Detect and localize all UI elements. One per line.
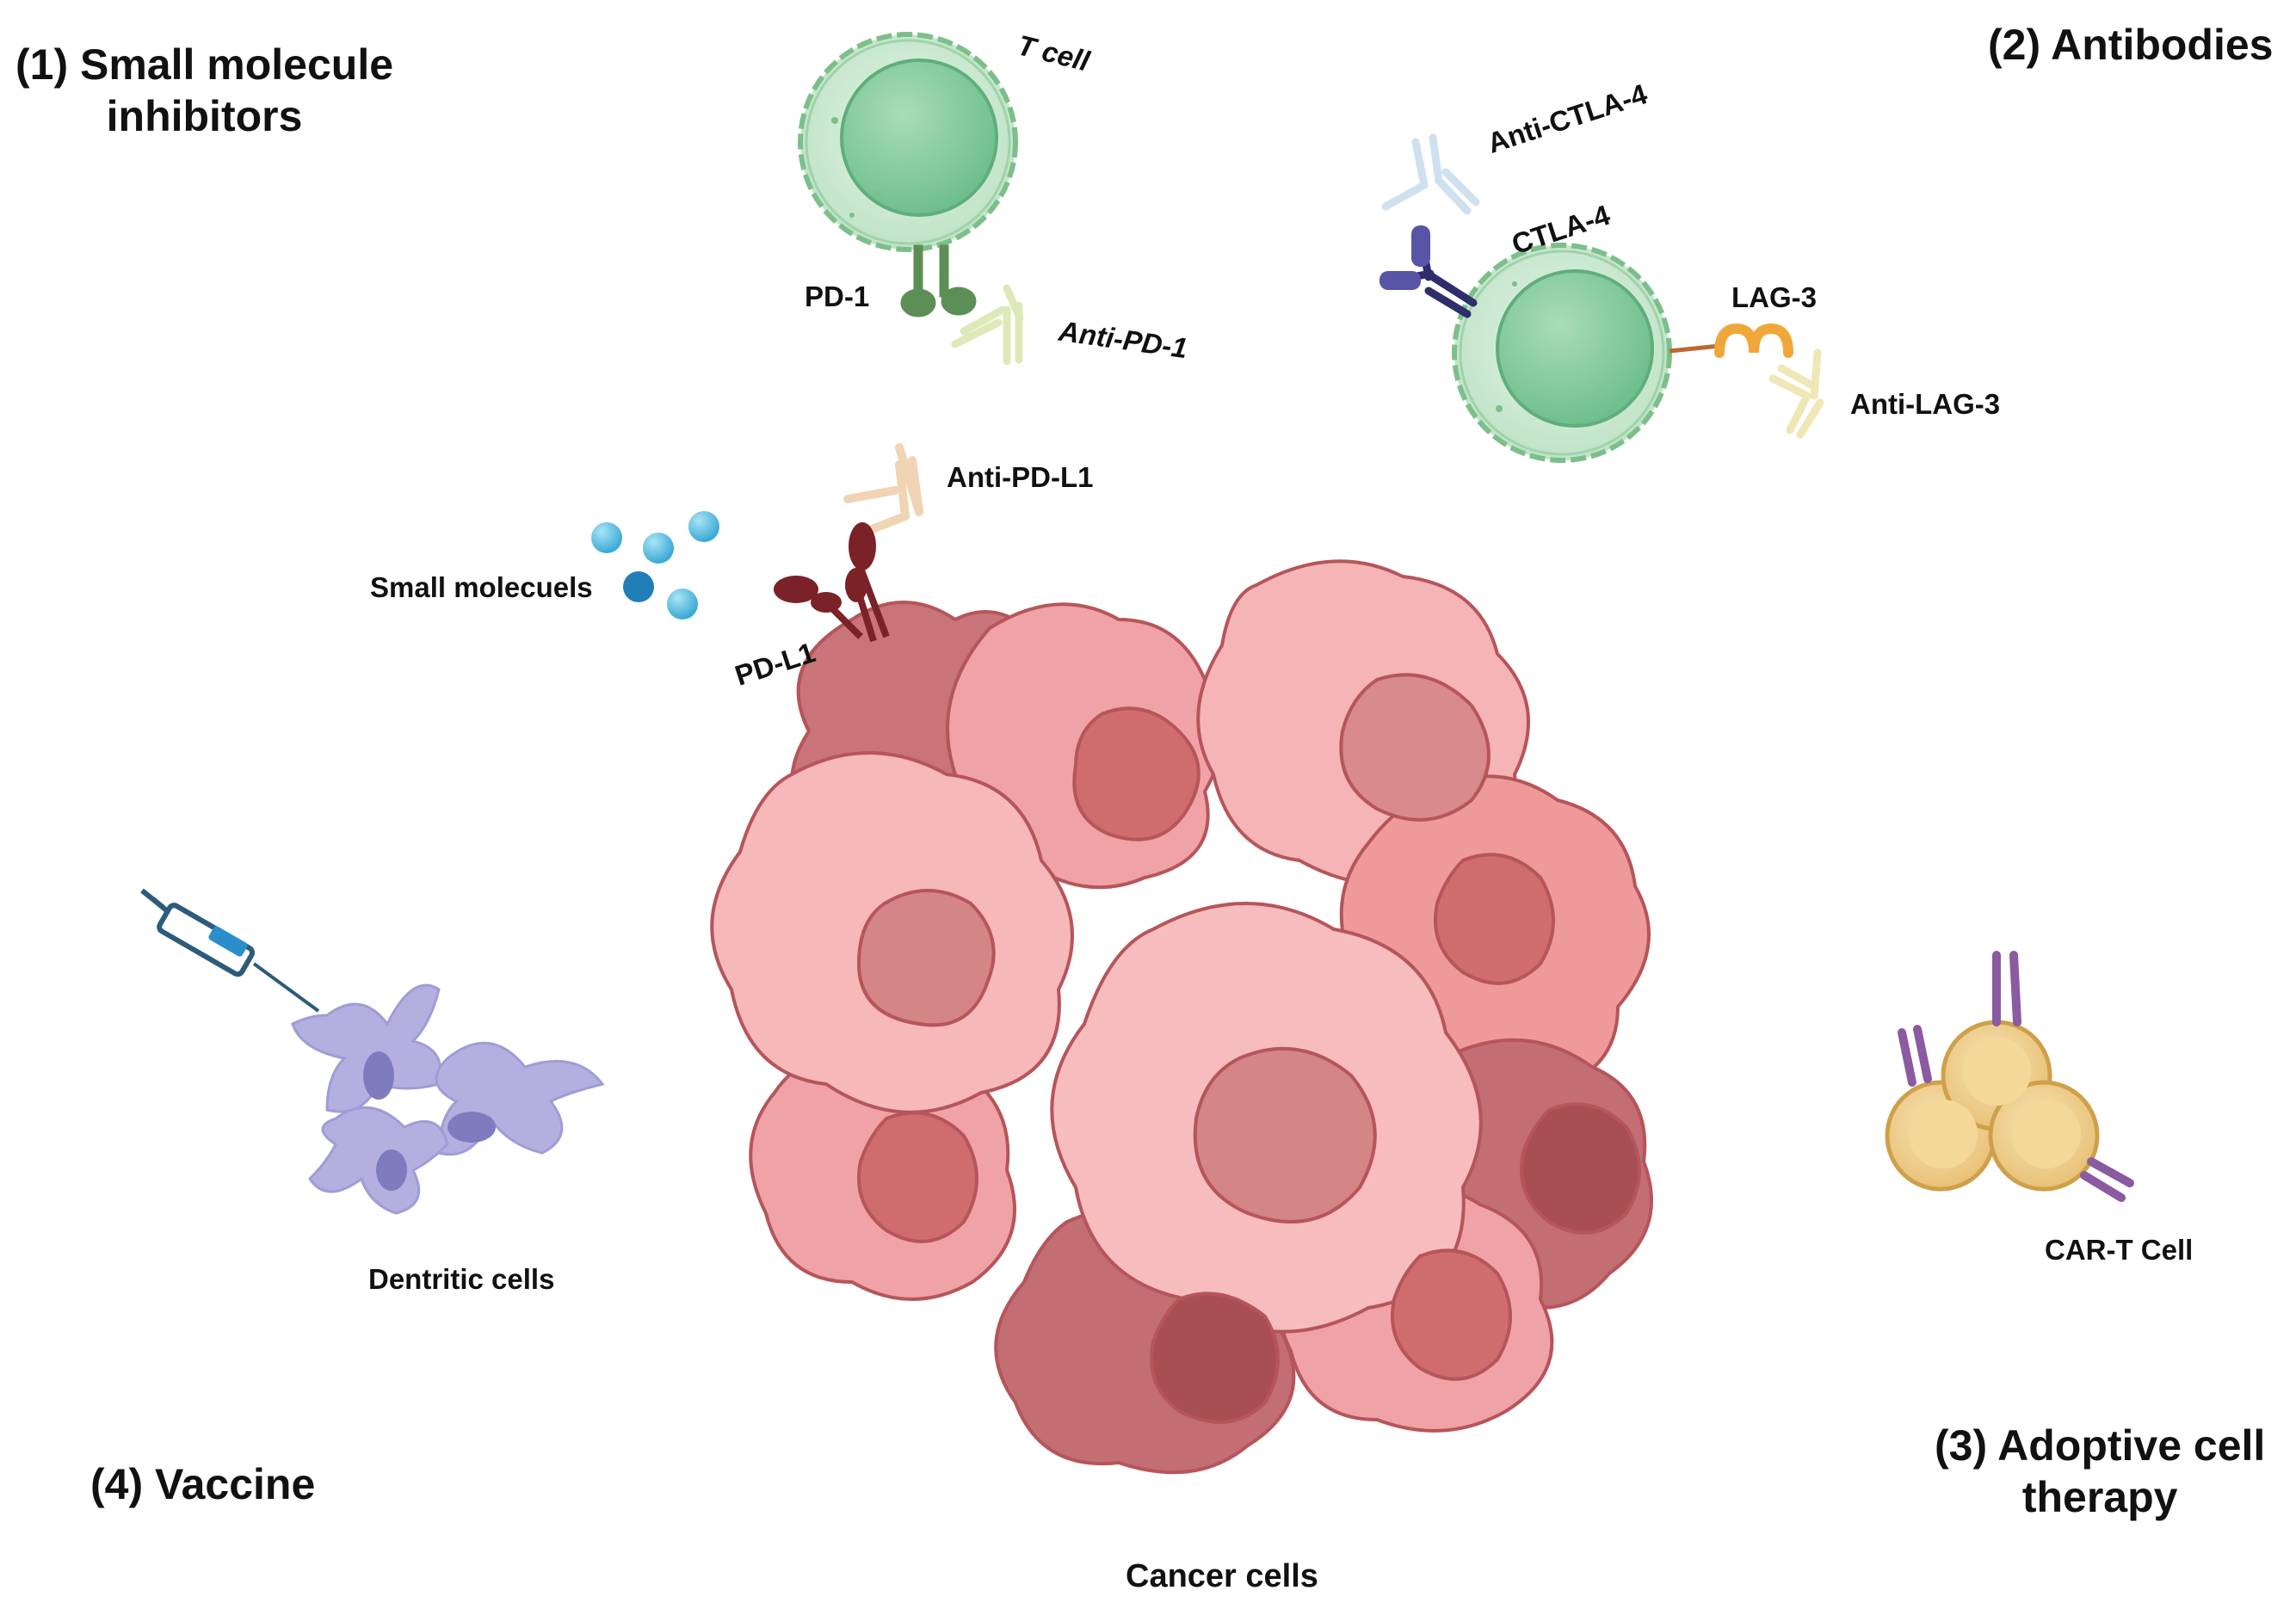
dendritic-cells-label: Dentritic cells bbox=[368, 1263, 555, 1295]
pd1-receptor-icon bbox=[900, 244, 977, 317]
lag3-receptor-icon bbox=[1669, 323, 1793, 358]
anti-pdl1-label: Anti-PD-L1 bbox=[947, 461, 1094, 493]
cancer-cell-cluster bbox=[710, 559, 1653, 1475]
anti-ctla4-antibody-icon bbox=[1381, 133, 1480, 215]
car-receptor-icon bbox=[1898, 951, 2134, 1202]
section-4-title: (4) Vaccine bbox=[90, 1460, 316, 1508]
anti-lag3-label: Anti-LAG-3 bbox=[1850, 388, 2001, 420]
section-3-title: (3) Adoptive cell therapy bbox=[1935, 1420, 2265, 1523]
t-cell-2-icon bbox=[1452, 243, 1672, 463]
section-2-title: (2) Antibodies bbox=[1988, 21, 2274, 69]
anti-lag3-antibody-icon bbox=[1768, 348, 1824, 439]
t-cell-icon bbox=[798, 32, 1018, 252]
small-molecules-label: Small molecuels bbox=[370, 571, 593, 603]
anti-pdl1-antibody-icon bbox=[843, 443, 923, 538]
section-1-line-2: inhibitors bbox=[106, 92, 303, 140]
dendritic-cells-icon bbox=[291, 983, 605, 1215]
syringe-icon bbox=[140, 888, 320, 1013]
section-3-line-2: therapy bbox=[2021, 1473, 2178, 1521]
anti-pd1-antibody-icon bbox=[951, 284, 1024, 366]
cancer-cells-label: Cancer cells bbox=[1126, 1558, 1318, 1594]
pd1-label: PD-1 bbox=[805, 280, 870, 312]
section-3-line-1: (3) Adoptive cell bbox=[1935, 1421, 2266, 1470]
section-1-title: (1) Small molecule inhibitors bbox=[15, 39, 393, 142]
pdl1-receptor-icon bbox=[774, 522, 890, 643]
section-1-line-1: (1) Small molecule bbox=[15, 40, 394, 89]
lag3-label: LAG-3 bbox=[1731, 281, 1817, 313]
car-t-cells-icon bbox=[1885, 1020, 2100, 1192]
car-t-label: CAR-T Cell bbox=[2045, 1234, 2194, 1266]
small-molecules-icon bbox=[591, 511, 719, 619]
